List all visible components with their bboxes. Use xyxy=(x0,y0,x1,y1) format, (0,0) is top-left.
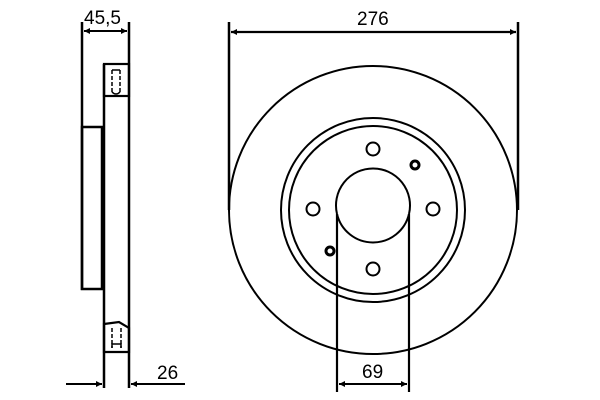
side-vent-bottom xyxy=(102,320,131,354)
hat-inner-ring xyxy=(288,125,458,295)
bolt-hole-left xyxy=(305,201,321,217)
side-hat-body xyxy=(80,125,104,291)
dim-label-outer-diameter: 276 xyxy=(357,9,389,30)
bolt-hole-top xyxy=(365,141,381,157)
bolt-hole-right xyxy=(425,201,441,217)
locating-hole-lower xyxy=(324,245,336,257)
locating-hole-upper xyxy=(409,159,421,171)
center-bore-bottom xyxy=(336,213,410,244)
dim-label-bore-diameter: 69 xyxy=(362,362,384,383)
dim-label-thickness: 26 xyxy=(157,363,179,384)
bolt-hole-bottom xyxy=(365,261,381,277)
center-bore-top xyxy=(335,167,411,215)
hat-outer-ring xyxy=(280,117,466,303)
side-view xyxy=(66,22,185,388)
side-vent-top xyxy=(102,62,131,98)
dim-label-height: 45,5 xyxy=(84,8,121,29)
outer-disc-circle xyxy=(228,65,518,355)
front-view xyxy=(227,22,520,392)
